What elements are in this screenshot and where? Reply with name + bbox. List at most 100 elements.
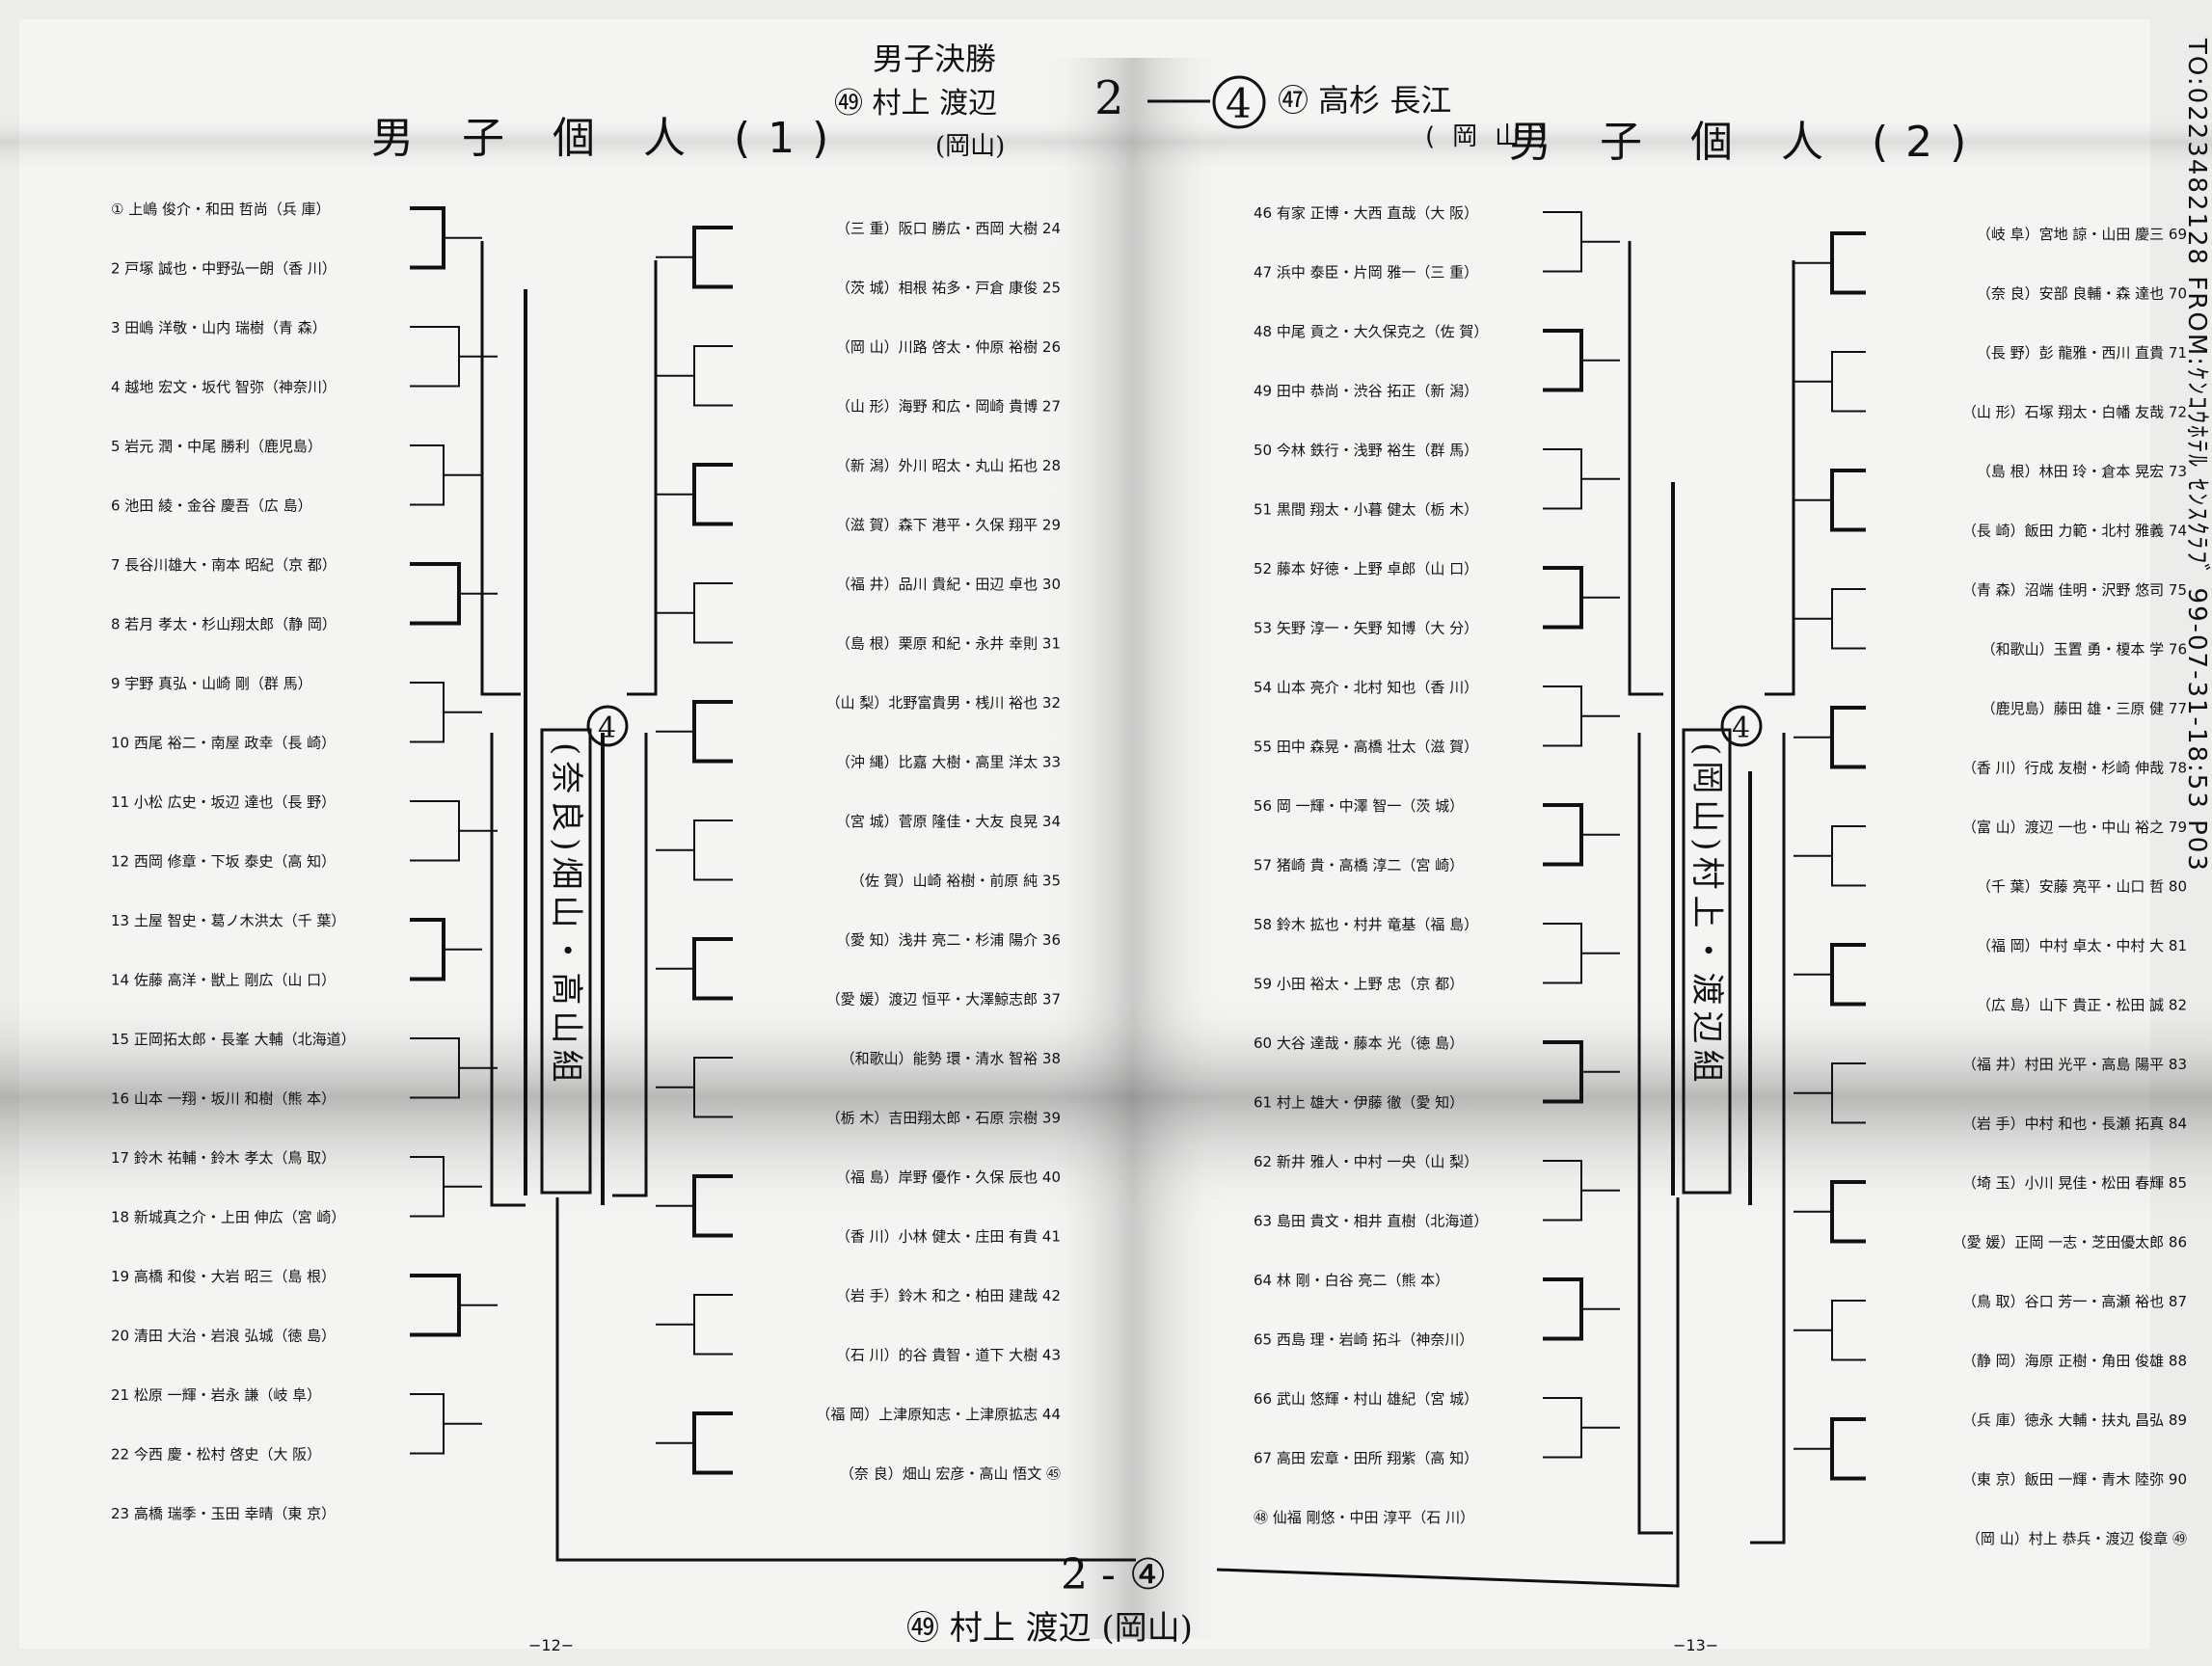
entry-row: 59 小田 裕太・上野 忠（京 都） — [1254, 976, 1464, 993]
entry-row: （兵 庫）徳永 大輔・扶丸 昌弘 89 — [1962, 1411, 2187, 1429]
entry-row: （埼 玉）小川 晃佳・松田 春輝 85 — [1962, 1174, 2187, 1192]
entry-row: 10 西尾 裕二・南屋 政幸（長 崎） — [111, 735, 336, 752]
entry-row: （岩 手）中村 和也・長瀬 拓真 84 — [1962, 1115, 2187, 1133]
entry-row: ㊽ 仙福 剛悠・中田 淳平（石 川） — [1254, 1509, 1474, 1526]
entry-row: （和歌山）玉置 勇・榎本 学 76 — [1982, 641, 2187, 658]
fax-transmission-header: TO:0223482128 FROM:ｹﾝｺｳﾎﾃﾙ ｾﾝｽｸﾗﾌﾞ 99-07… — [2182, 38, 2211, 873]
entry-row: （茨 城）相根 祐多・戸倉 康俊 25 — [836, 280, 1061, 297]
left-page-right-column: （三 重）阪口 勝広・西岡 大樹 24 （茨 城）相根 祐多・戸倉 康俊 25 （岡… — [816, 220, 1061, 1483]
entry-row: （福 島）岸野 優作・久保 辰也 40 — [836, 1169, 1061, 1186]
bracket-line — [1750, 733, 1786, 1545]
entry-row: 63 島田 貴文・相井 直樹（北海道） — [1254, 1213, 1488, 1230]
entry-row: 48 中尾 貢之・大久保克之（佐 賀） — [1254, 323, 1488, 340]
entry-row: 67 高田 宏章・田所 翔紫（高 知） — [1254, 1450, 1478, 1467]
entry-row: （鹿児島）藤田 雄・三原 健 77 — [1982, 700, 2187, 717]
footer-score: 2 - ④ — [1061, 1550, 1167, 1599]
entry-row: （福 岡）上津原知志・上津原拡志 44 — [816, 1406, 1061, 1423]
left-page-number: −12− — [528, 1636, 574, 1654]
entry-row: 62 新井 雅人・中村 一央（山 梨） — [1254, 1153, 1478, 1170]
svg-text:4: 4 — [598, 712, 616, 745]
entry-row: （和歌山）能勢 環・清水 智裕 38 — [841, 1050, 1061, 1067]
entry-row: （栃 木）吉田翔太郎・石原 宗樹 39 — [826, 1110, 1061, 1127]
entry-row: 18 新城真之介・上田 伸広（宮 崎） — [111, 1209, 345, 1226]
entry-row: 5 岩元 潤・中尾 勝利（鹿児島） — [111, 438, 322, 455]
bracket-line — [1765, 260, 1795, 696]
entry-row: 22 今西 慶・松村 啓史（大 阪） — [111, 1446, 321, 1464]
entry-row: （愛 媛）渡辺 恒平・大澤鯨志郎 37 — [826, 991, 1061, 1008]
entry-row: 53 矢野 淳一・矢野 知博（大 分） — [1254, 620, 1478, 637]
entry-row: 19 高橋 和俊・大岩 昭三（島 根） — [111, 1268, 336, 1285]
svg-text:(岡山)村上・渡辺組: (岡山)村上・渡辺組 — [1687, 742, 1726, 1088]
entry-row: （滋 賀）森下 港平・久保 翔平 29 — [836, 517, 1061, 534]
entry-row: 56 岡 一輝・中澤 智一（茨 城） — [1254, 797, 1464, 815]
entry-row: 17 鈴木 祐輔・鈴木 孝太（鳥 取） — [111, 1149, 336, 1167]
entry-row: 52 藤本 好徳・上野 卓郎（山 口） — [1254, 560, 1478, 578]
right-page-right-column: （岐 阜）宮地 諒・山田 慶三 69 （奈 良）安部 良輔・森 達也 70 （長 野… — [1953, 226, 2187, 1547]
handwritten-score-2: 2 — [1094, 71, 1124, 125]
entry-row: （島 根）栗原 和紀・永井 幸則 31 — [836, 635, 1061, 653]
left-vertical-winner: (奈良)畑山・高山組 4 — [540, 705, 629, 1195]
bracket-line — [1628, 241, 1663, 696]
entry-row: （岩 手）鈴木 和之・柏田 建哉 42 — [836, 1287, 1061, 1304]
entry-row: （青 森）沼端 佳明・沢野 悠司 75 — [1962, 581, 2187, 599]
entry-row: （愛 知）浅井 亮二・杉浦 陽介 36 — [836, 931, 1061, 949]
entry-row: （長 崎）飯田 力範・北村 雅義 74 — [1962, 523, 2187, 540]
entry-row: （宮 城）菅原 隆佳・大友 良晃 34 — [836, 813, 1061, 830]
handwritten-final-label: 男子決勝 — [873, 40, 996, 77]
entry-row: 46 有家 正博・大西 直哉（大 阪） — [1254, 204, 1478, 222]
left-page-left-column: ① 上嶋 俊介・和田 哲尚（兵 庫）2 戸塚 誠也・中野弘一朗（香 川）3 田嶋… — [111, 201, 356, 1522]
entry-row: 51 黒間 翔太・小暮 健太（栃 木） — [1254, 501, 1478, 519]
entry-row: 57 猪崎 貴・高橋 淳二（宮 崎） — [1254, 857, 1464, 874]
entry-row: 4 越地 宏文・坂代 智弥（神奈川） — [111, 379, 337, 396]
entry-row: 54 山本 亮介・北村 知也（香 川） — [1254, 679, 1478, 696]
entry-row: 12 西岡 修章・下坂 泰史（高 知） — [111, 853, 336, 871]
entry-row: 2 戸塚 誠也・中野弘一朗（香 川） — [111, 260, 337, 278]
svg-text:4: 4 — [1732, 712, 1750, 745]
entry-row: （香 川）小林 健太・庄田 有貴 41 — [836, 1228, 1061, 1246]
entry-row: 20 清田 大治・岩浪 弘城（徳 島） — [111, 1328, 336, 1345]
entry-row: ① 上嶋 俊介・和田 哲尚（兵 庫） — [111, 201, 331, 218]
entry-row: （香 川）行成 友樹・杉崎 伸哉 78 — [1962, 760, 2187, 777]
entry-row: 11 小松 広史・坂辺 達也（長 野） — [111, 793, 336, 811]
entry-row: （広 島）山下 貴正・松田 誠 82 — [1977, 997, 2187, 1014]
handwritten-opponent: ㊼ 高杉 長江 — [1278, 82, 1451, 119]
entry-row: 16 山本 一翔・坂川 和樹（熊 本） — [111, 1090, 336, 1108]
entry-row: （山 梨）北野富貴男・桟川 裕也 32 — [826, 694, 1061, 712]
entry-row: 21 松原 一輝・岩永 謙（岐 阜） — [111, 1386, 321, 1404]
entry-row: （福 岡）中村 卓太・中村 大 81 — [1977, 937, 2187, 954]
entry-row: （長 野）彭 龍雅・西川 直貴 71 — [1977, 344, 2187, 362]
entry-row: （奈 良）安部 良輔・森 達也 70 — [1977, 285, 2187, 303]
entry-row: （岐 阜）宮地 諒・山田 慶三 69 — [1977, 226, 2187, 243]
entry-row: （山 形）海野 和広・岡崎 貴博 27 — [836, 398, 1061, 416]
right-vertical-winner: (岡山)村上・渡辺組 4 — [1682, 705, 1763, 1195]
right-page-number: −13− — [1673, 1636, 1718, 1654]
handwritten-final-pair: ㊾ 村上 渡辺 — [834, 87, 997, 121]
entry-row: （沖 縄）比嘉 大樹・高里 洋太 33 — [836, 754, 1061, 771]
entry-row: （鳥 取）谷口 芳一・高瀬 裕也 87 — [1962, 1293, 2187, 1310]
entry-row: （島 根）林田 玲・倉本 晃宏 73 — [1977, 463, 2187, 480]
bracket-line — [480, 241, 521, 696]
entry-row: 23 高橋 瑞季・玉田 幸晴（東 京） — [111, 1505, 336, 1522]
left-page-title: 男 子 個 人 (1) — [371, 114, 846, 163]
entry-row: （愛 媛）正岡 一志・芝田優太郎 86 — [1953, 1234, 2187, 1251]
handwritten-final-pref: (岡山) — [935, 132, 1005, 161]
entry-row: 9 宇野 真弘・山崎 剛（群 馬） — [111, 675, 312, 692]
entry-row: （佐 賀）山崎 裕樹・前原 純 35 — [850, 873, 1061, 890]
entry-row: 13 土屋 智史・葛ノ木洪太（千 葉） — [111, 912, 345, 929]
entry-row: （岡 山）川路 啓太・仲原 裕樹 26 — [836, 338, 1061, 356]
right-page-title: 男 子 個 人 (2) — [1509, 118, 1983, 167]
entry-row: （石 川）的谷 貴智・道下 大樹 43 — [836, 1347, 1061, 1364]
entry-row: （岡 山）村上 恭兵・渡辺 俊章 ㊾ — [1966, 1530, 2187, 1547]
entry-row: 65 西島 理・岩崎 拓斗（神奈川） — [1254, 1331, 1473, 1349]
entry-row: （奈 良）畑山 宏彦・高山 悟文 ㊺ — [840, 1465, 1061, 1483]
entry-row: 6 池田 綾・金谷 慶吾（広 島） — [111, 497, 312, 515]
bracket-line — [627, 260, 658, 696]
entry-row: 66 武山 悠輝・村山 雄紀（宮 城） — [1254, 1390, 1478, 1408]
bracket-line — [612, 733, 648, 1197]
footer-winner: ㊾ 村上 渡辺 (岡山) — [906, 1609, 1193, 1648]
entry-row: （富 山）渡辺 一也・中山 裕之 79 — [1962, 819, 2187, 836]
entry-row: 60 大谷 達哉・藤本 光（徳 島） — [1254, 1035, 1464, 1052]
entry-row: （三 重）阪口 勝広・西岡 大樹 24 — [836, 220, 1061, 237]
entry-row: 61 村上 雄大・伊藤 徹（愛 知） — [1254, 1094, 1464, 1112]
